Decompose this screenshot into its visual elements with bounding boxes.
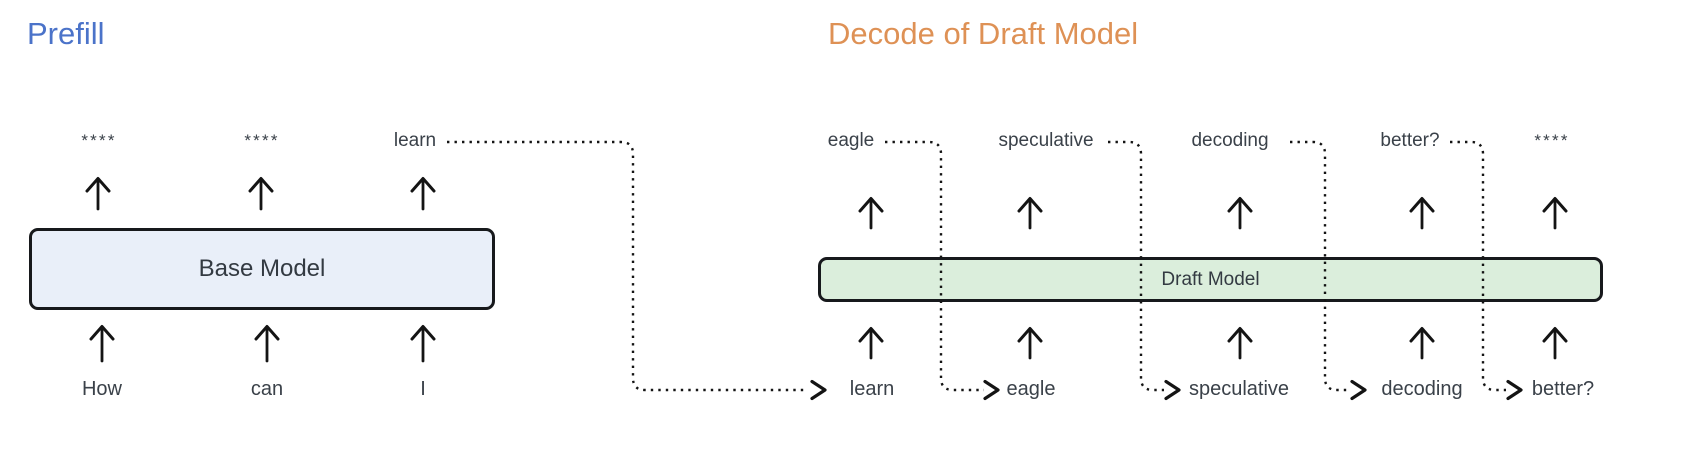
token-base-output-2: **** [244,131,280,150]
token-draft-input-1: learn [849,378,895,400]
flow-arrowhead-icon [1350,379,1367,401]
up-arrow-draft-in-1 [858,327,884,360]
up-arrow-draft-out-2 [1017,197,1043,230]
up-arrow-draft-out-1 [858,197,884,230]
token-base-output-3: learn [393,130,437,151]
token-draft-output-1: eagle [827,130,875,151]
token-draft-output-4: better? [1380,130,1440,151]
up-arrow-draft-in-4 [1409,327,1435,360]
up-arrow-base-in-3 [410,325,436,363]
up-arrow-base-out-3 [410,177,436,211]
token-draft-output-3: decoding [1191,130,1269,151]
connector-better [1450,140,1523,401]
draft-model-label: Draft Model [1161,268,1260,290]
up-arrow-base-in-1 [89,325,115,363]
up-arrow-draft-out-5 [1542,197,1568,230]
connector-learn [447,140,827,401]
flow-arrowhead-icon [1506,379,1523,401]
token-draft-output-2: speculative [998,130,1094,151]
base-model-label: Base Model [198,255,326,282]
token-base-input-1: How [81,378,123,400]
flow-arrowhead-icon [1164,379,1181,401]
up-arrow-draft-in-2 [1017,327,1043,360]
up-arrow-draft-out-3 [1227,197,1253,230]
token-base-input-2: can [250,378,284,400]
prefill-title: Prefill [27,16,105,51]
flow-arrowhead-icon [983,379,1000,401]
token-draft-input-3: speculative [1188,378,1290,400]
up-arrow-draft-in-3 [1227,327,1253,360]
up-arrow-base-out-1 [85,177,111,211]
decode-title: Decode of Draft Model [828,16,1139,51]
up-arrow-draft-in-5 [1542,327,1568,360]
token-base-input-3: I [420,378,426,400]
up-arrow-base-in-2 [254,325,280,363]
connector-eagle [885,140,1000,401]
connector-decoding [1290,140,1367,401]
token-draft-input-4: decoding [1381,378,1463,400]
token-draft-input-2: eagle [1006,378,1056,400]
draft-model-box: Draft Model [818,257,1603,302]
token-draft-output-5: **** [1534,131,1570,150]
token-base-output-1: **** [81,131,117,150]
connector-speculative [1108,140,1181,401]
flow-arrowhead-icon [810,379,827,401]
up-arrow-draft-out-4 [1409,197,1435,230]
token-draft-input-5: better? [1531,378,1595,400]
base-model-box: Base Model [29,228,495,310]
up-arrow-base-out-2 [248,177,274,211]
